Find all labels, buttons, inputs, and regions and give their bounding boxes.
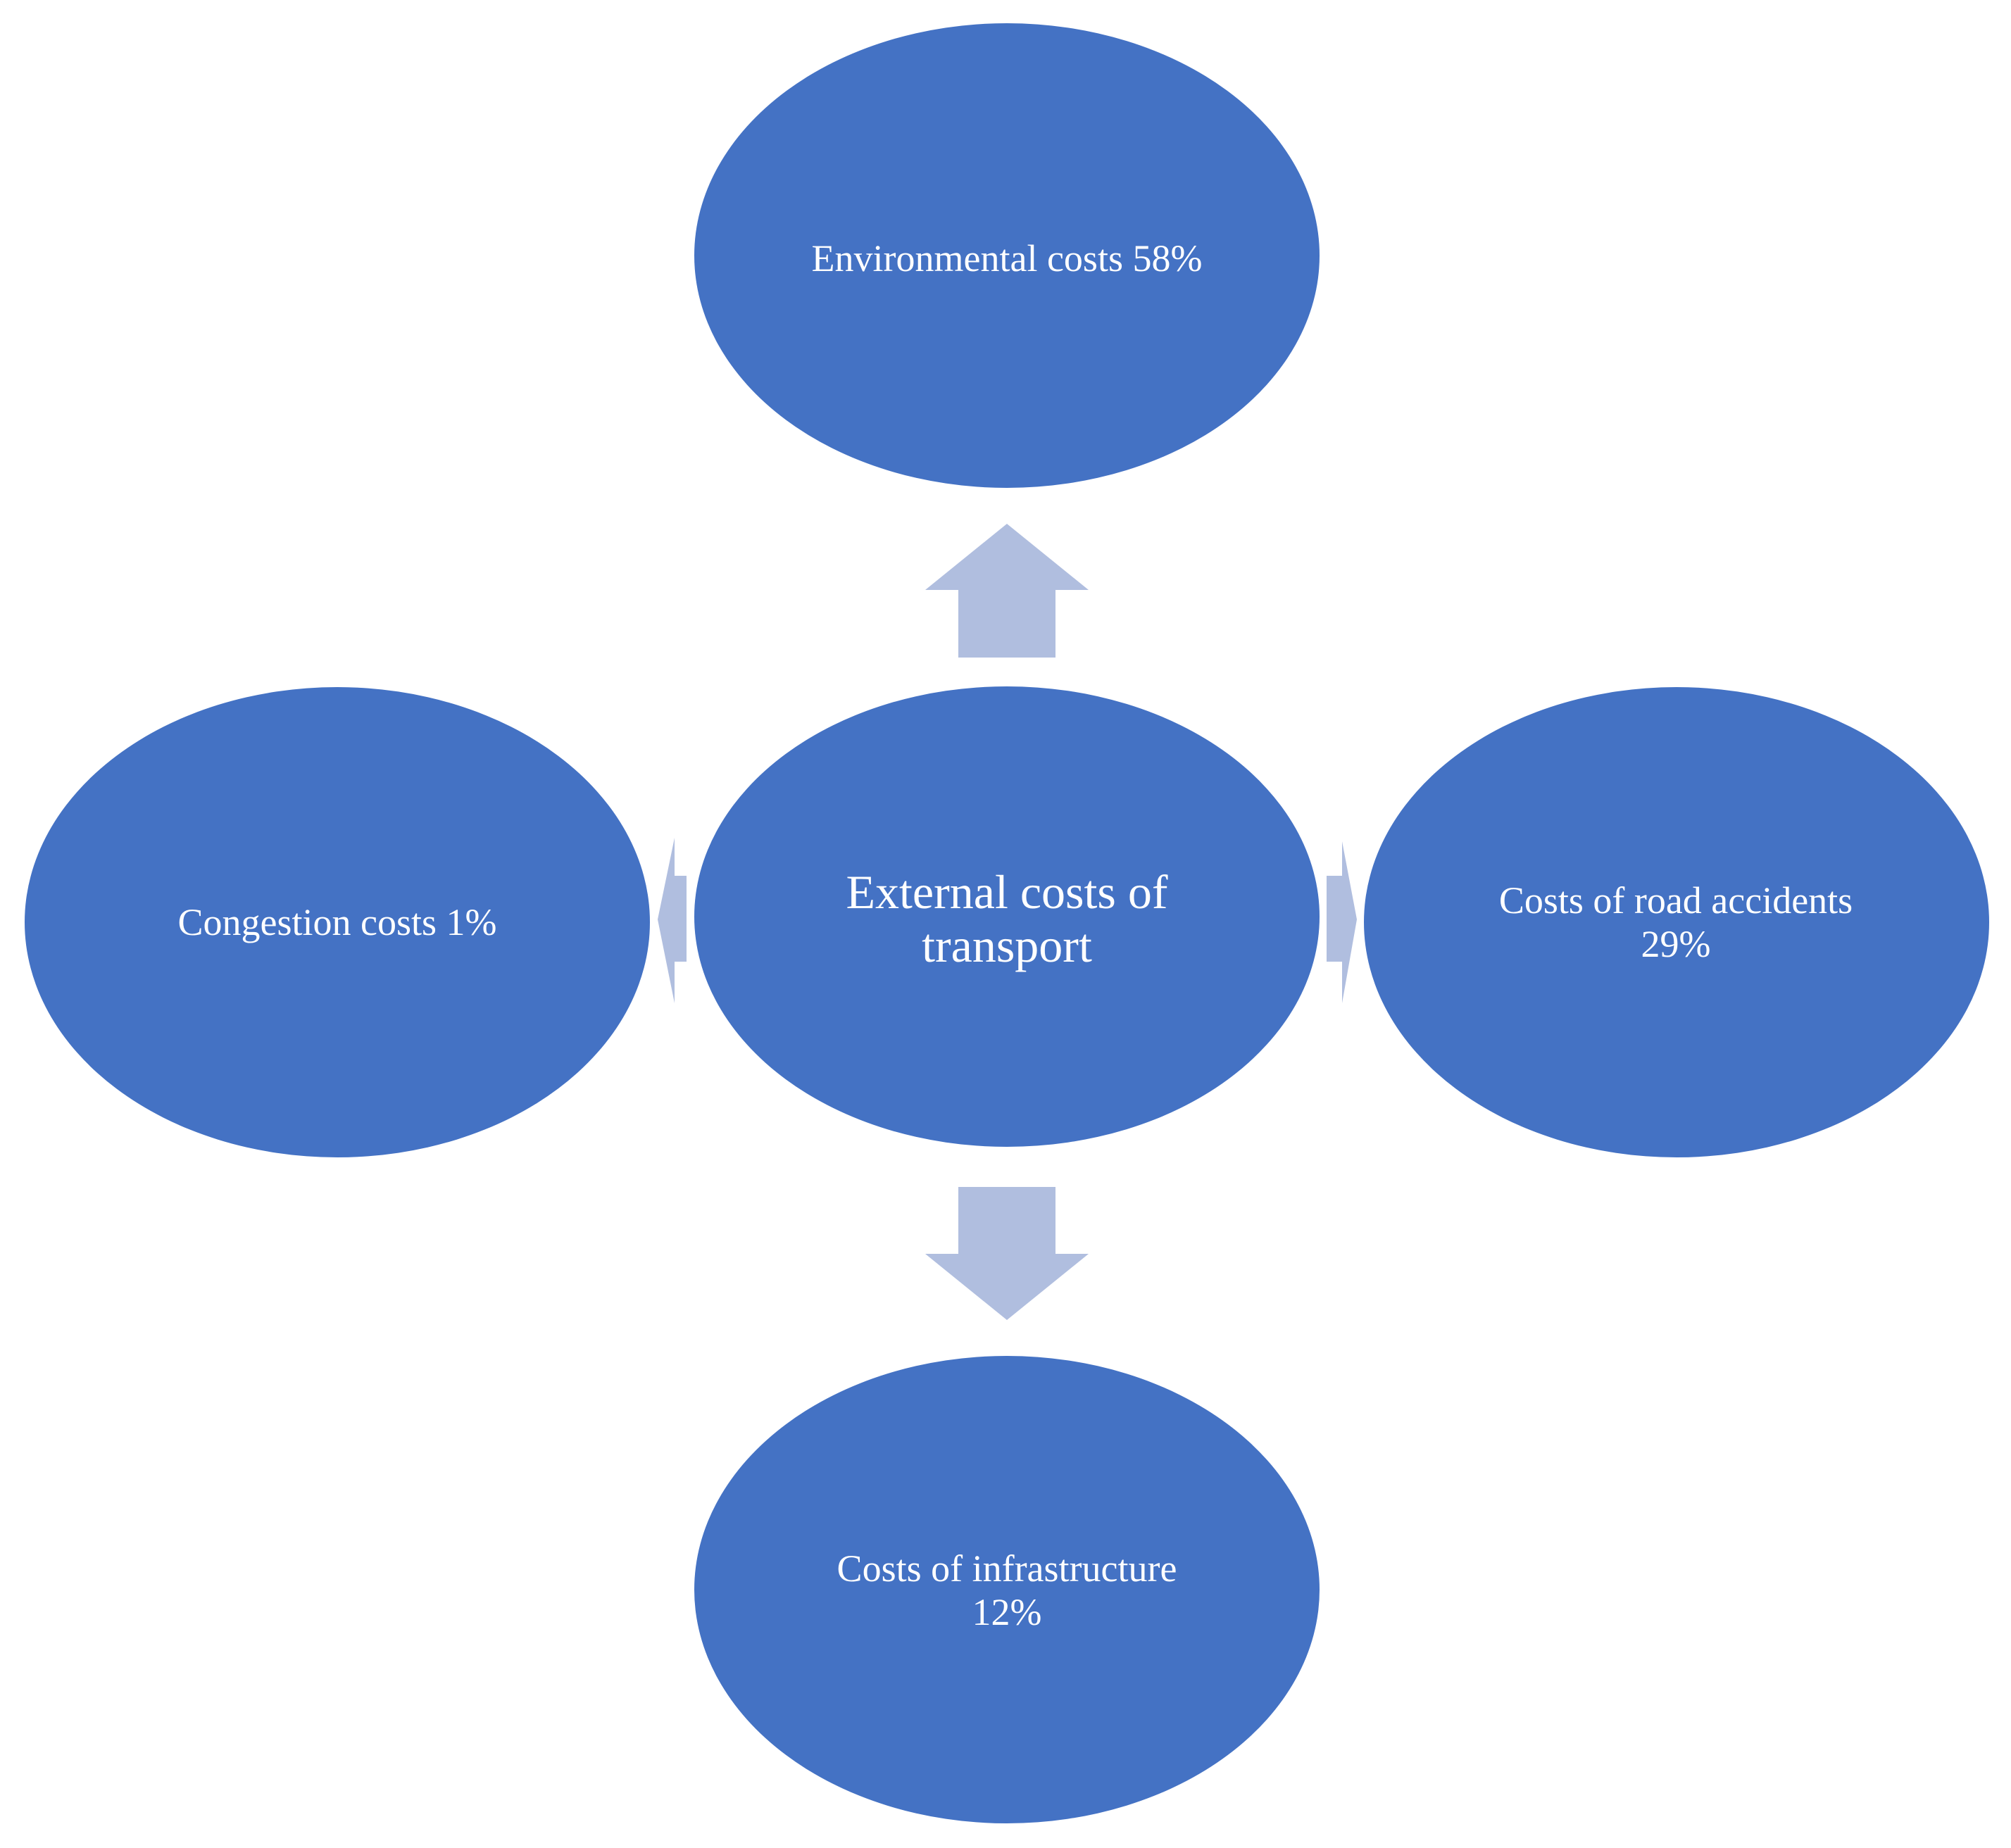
node-environmental-costs-label: Environmental costs 58% bbox=[811, 237, 1203, 279]
node-environmental-costs: Environmental costs 58% bbox=[694, 27, 1320, 490]
node-infrastructure-costs-label: Costs of infrastructure 12% bbox=[837, 1547, 1177, 1633]
node-right-shape bbox=[1364, 687, 1989, 1157]
arrow-left bbox=[658, 838, 687, 1003]
node-external-costs-of-transport: External costs of transport bbox=[694, 687, 1320, 1150]
arrow-up bbox=[925, 524, 1089, 658]
node-center-shape bbox=[694, 686, 1320, 1147]
node-infrastructure-costs: Costs of infrastructure 12% bbox=[694, 1355, 1320, 1825]
node-congestion-costs: Congestion costs 1% bbox=[24, 687, 651, 1157]
node-top-shape bbox=[694, 23, 1320, 488]
arrow-down bbox=[925, 1187, 1089, 1320]
node-road-accident-costs-label: Costs of road accidents 29% bbox=[1498, 879, 1853, 965]
node-external-costs-of-transport-label: External costs of transport bbox=[846, 865, 1168, 972]
arrow-right bbox=[1327, 841, 1357, 1003]
node-left-shape bbox=[25, 687, 650, 1157]
node-road-accident-costs: Costs of road accidents 29% bbox=[1362, 687, 1989, 1157]
node-bottom-shape bbox=[694, 1356, 1320, 1823]
node-congestion-costs-label: Congestion costs 1% bbox=[177, 901, 497, 943]
